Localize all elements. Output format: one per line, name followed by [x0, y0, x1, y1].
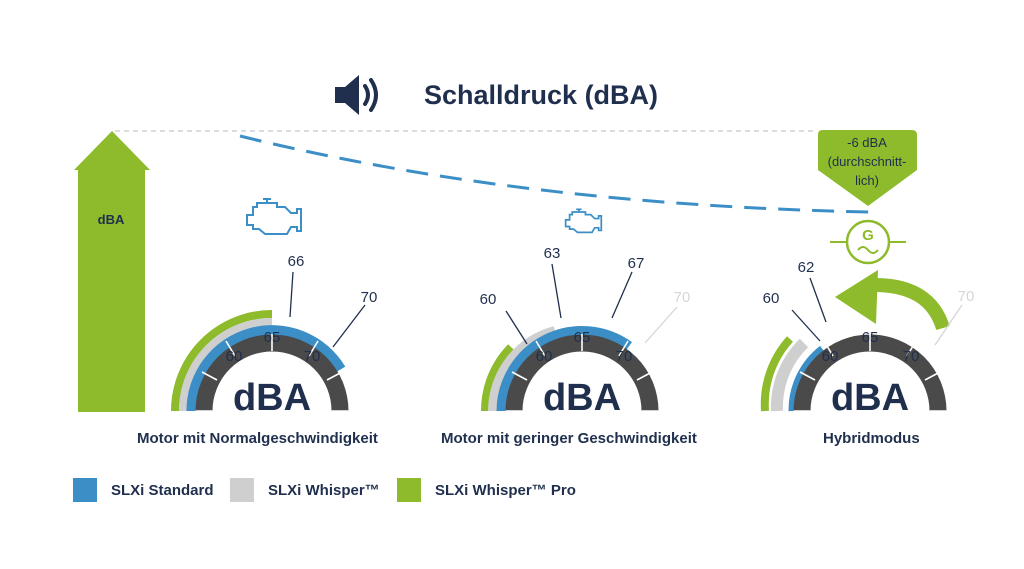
legend-swatch	[73, 478, 97, 502]
gauge-caption-hybrid: Hybridmodus	[823, 430, 920, 447]
gauge-callout: 66	[288, 253, 305, 270]
gauge-callout: 60	[763, 290, 780, 307]
legend-label: SLXi Whisper™ Pro	[435, 481, 576, 499]
legend-item-whisper: SLXi Whisper™	[230, 478, 380, 502]
generator-icon: G	[830, 219, 906, 265]
gauge-unit: dBA	[233, 377, 311, 419]
gauge-scale-65: 65	[574, 329, 591, 346]
gauge-scale-60: 60	[822, 348, 839, 365]
legend-swatch	[230, 478, 254, 502]
gauge-scale-70: 70	[903, 348, 920, 365]
gauge-hybrid-mode: 60 62 70 60 65 70 dBA	[760, 259, 975, 419]
gauge-scale-70: 70	[304, 348, 321, 365]
gauge-low-speed: 60 63 67 70 60 65 70 dBA	[480, 245, 691, 419]
gauge-caption-low: Motor mit geringer Geschwindigkeit	[441, 430, 697, 447]
gauge-scale-65: 65	[264, 329, 281, 346]
dba-axis-arrow: dBA	[74, 131, 150, 412]
gauge-callout: 67	[628, 255, 645, 272]
legend-label: SLXi Standard	[111, 481, 214, 499]
gauge-scale-60: 60	[226, 348, 243, 365]
axis-arrow-label: dBA	[98, 212, 125, 227]
legend-swatch	[397, 478, 421, 502]
speaker-icon	[333, 72, 385, 123]
engine-icon-small	[564, 208, 603, 234]
gauge-scale-70: 70	[616, 348, 633, 365]
callout-line-2: (durchschnitt-	[828, 154, 907, 169]
legend-item-whisper-pro: SLXi Whisper™ Pro	[397, 478, 576, 502]
gauge-unit: dBA	[543, 377, 621, 419]
gauge-callout: 62	[798, 259, 815, 276]
gauge-normal-speed: 66 70 60 65 70 dBA	[171, 253, 378, 419]
gauge-callout: 63	[544, 245, 561, 262]
gauge-unit: dBA	[831, 377, 909, 419]
page-title: Schalldruck (dBA)	[424, 80, 659, 110]
callout-line-1: -6 dBA	[847, 135, 887, 150]
svg-text:G: G	[862, 227, 874, 244]
legend-item-standard: SLXi Standard	[73, 478, 214, 502]
gauge-callout: 70	[361, 289, 378, 306]
gauge-scale-60: 60	[536, 348, 553, 365]
gauge-callout: 60	[480, 291, 497, 308]
legend-label: SLXi Whisper™	[268, 481, 380, 499]
gauge-scale-65: 65	[862, 329, 879, 346]
gauge-callout-faded: 70	[674, 289, 691, 306]
callout-line-3: lich)	[855, 173, 879, 188]
gauge-callout-faded: 70	[958, 288, 975, 305]
gauge-caption-normal: Motor mit Normalgeschwindigkeit	[137, 430, 378, 447]
trend-dashed-line	[239, 134, 871, 214]
engine-icon	[246, 198, 302, 235]
reduction-callout: -6 dBA (durchschnitt- lich)	[818, 130, 917, 206]
